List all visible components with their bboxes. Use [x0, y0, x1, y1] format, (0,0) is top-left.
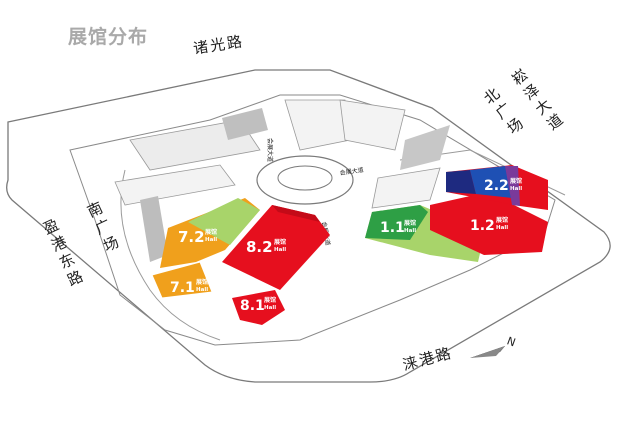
gray-building-left — [114, 164, 236, 206]
hall-7-2[interactable]: 7.2 展馆 Hall — [160, 198, 260, 268]
hall-en-label: Hall — [496, 225, 508, 231]
hall-number: 1.2 — [470, 218, 495, 234]
hall-cn-label: 展馆 — [510, 177, 522, 185]
compass: N — [470, 334, 517, 358]
gray-building-left-edge — [140, 196, 168, 262]
hall-7-1[interactable]: 7.1 展馆 Hall — [151, 261, 213, 299]
compass-label: N — [505, 334, 517, 349]
roundabout-inner — [277, 165, 333, 191]
gray-building-top-center — [284, 99, 351, 151]
hall-en-label: Hall — [510, 186, 522, 192]
hall-en-label: Hall — [205, 237, 217, 243]
hall-cn-label: 展馆 — [274, 238, 286, 246]
hall-number: 8.2 — [246, 238, 273, 256]
hall-number: 7.2 — [178, 228, 205, 246]
hall-number: 7.1 — [170, 280, 195, 296]
hall-en-label: Hall — [404, 228, 416, 234]
gray-building-top-right — [339, 99, 406, 151]
site-curve-left — [120, 169, 221, 341]
hall-2-2[interactable]: 2.2 展馆 Hall — [446, 165, 548, 210]
avenue-label-2: 会展大道 — [339, 166, 364, 177]
hall-cn-label: 展馆 — [404, 219, 416, 227]
avenue-label-1: 会展大道 — [266, 138, 274, 162]
site-boundary — [6, 69, 611, 383]
gray-building-right-side — [371, 167, 441, 209]
hall-cn-label: 展馆 — [196, 278, 208, 286]
hall-1-2[interactable]: 1.2 展馆 Hall — [430, 192, 548, 255]
hall-cn-label: 展馆 — [205, 228, 217, 236]
page-title: 展馆分布 — [68, 26, 149, 48]
hall-number: 2.2 — [484, 178, 509, 194]
hall-8-1[interactable]: 8.1 展馆 Hall — [232, 290, 285, 325]
gray-building-right — [400, 125, 450, 170]
site-inner — [69, 94, 556, 346]
hall-en-label: Hall — [264, 305, 276, 311]
hall-8-2[interactable]: 8.2 展馆 Hall — [222, 205, 330, 290]
hall-number: 8.1 — [240, 298, 265, 314]
hall-cn-label: 展馆 — [496, 216, 508, 224]
gray-building-top — [222, 108, 268, 140]
hall-number: 1.1 — [380, 220, 405, 236]
hall-en-label: Hall — [274, 247, 286, 253]
hall-cn-label: 展馆 — [264, 296, 276, 304]
hall-1-1[interactable]: 1.1 展馆 Hall — [365, 205, 485, 262]
hall-en-label: Hall — [196, 287, 208, 293]
